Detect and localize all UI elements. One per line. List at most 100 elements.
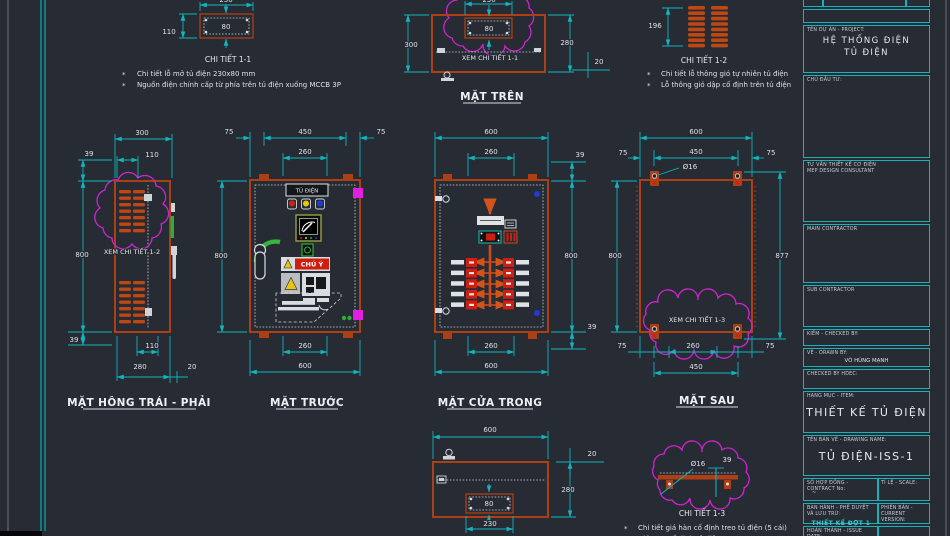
- version-label: PHIÊN BẢN - CURRENT VERSION:: [881, 506, 913, 523]
- consultant-label-line2: MEP DESIGN CONSULTANT: [807, 168, 875, 174]
- detail-1-1-note-2: Nguồn điện chính cấp từ phía trên tủ điệ…: [137, 81, 341, 89]
- dim-196: 196: [648, 22, 662, 30]
- ref-text: XEM CHI TIẾT 1-1: [462, 52, 518, 62]
- dim-300: 300: [135, 129, 148, 137]
- dim-600: 600: [483, 426, 496, 434]
- drawing-name: TỦ ĐIỆN-ISS-1: [818, 449, 915, 463]
- mcb-bank-right: [503, 258, 514, 310]
- drawn-label: VẼ - DRAWN BY:: [807, 351, 848, 356]
- view-side: XEM CHI TIẾT 1-2 300 110 39 800 39 110 2…: [67, 128, 211, 410]
- project-name-line1: HỆ THỐNG ĐIỆN: [822, 35, 911, 46]
- ref-text: XEM CHI TIẾT 1-2: [104, 246, 160, 256]
- meter: [295, 214, 322, 242]
- dim-39: 39: [85, 150, 94, 158]
- latch-bottom: [435, 307, 450, 315]
- tb-contract-cell: SỐ HỢP ĐỒNG - CONTRACT No: ~: [803, 478, 879, 501]
- document-pocket: [275, 292, 342, 323]
- view-rear-title: MẶT SAU: [679, 393, 735, 407]
- door-pin-bottom: [534, 310, 540, 316]
- dim-260: 260: [298, 342, 311, 350]
- tb-top-cell-2: [822, 0, 907, 7]
- dim-450: 450: [689, 148, 702, 156]
- main-contractor-label: MAIN CONTRACTOR: [807, 227, 858, 232]
- dim-600: 600: [484, 128, 497, 136]
- circuit-labels-right: [516, 260, 529, 307]
- detail-1-1-title: CHI TIẾT 1-1: [205, 54, 251, 64]
- view-door: 600 260 39 800 39 260 600 MẶT CỬA TRONG: [434, 127, 598, 410]
- view-side-title: MẶT HÔNG TRÁI - PHẢI: [67, 395, 211, 409]
- checked-label: KIỂM - CHECKED BY:: [807, 332, 859, 337]
- dim-110: 110: [145, 151, 158, 159]
- tb-top-cell-1: [803, 0, 824, 7]
- item-label: HẠNG MỤC - ITEM:: [807, 394, 855, 399]
- detail-1-2-title: CHI TIẾT 1-2: [681, 55, 727, 65]
- tb-version-cell: PHIÊN BẢN - CURRENT VERSION:: [877, 503, 930, 524]
- dim-280: 280: [561, 486, 574, 494]
- tb-scale-cell: TỈ LỆ - SCALE:: [877, 478, 930, 501]
- dim-450: 450: [689, 363, 702, 371]
- dim-230: 230: [483, 520, 496, 528]
- dim-20: 20: [188, 363, 197, 371]
- tb-sub-contractor-cell: SUB CONTRACTOR: [803, 285, 930, 327]
- tb-blank-cell: [803, 9, 930, 23]
- dim-260: 260: [686, 342, 699, 350]
- dim-260: 260: [484, 148, 497, 156]
- nameplate-text: TỦ ĐIỆN: [295, 187, 319, 195]
- view-rear: Ø16 XEM CHI TIẾT 1-3 600 75 450 75 800 8…: [607, 127, 790, 408]
- indicator-lights: [287, 198, 325, 210]
- circuit-labels-left: [451, 260, 464, 307]
- tb-consultant-cell: TƯ VẤN THIẾT KẾ CƠ ĐIỆN MEP DESIGN CONSU…: [803, 160, 930, 222]
- document-tray: [282, 301, 315, 305]
- dim-260: 260: [484, 342, 497, 350]
- detail-1-1-note-1: Chi tiết lỗ mở tủ điện 230x80 mm: [137, 69, 255, 78]
- dim-600: 600: [484, 362, 497, 370]
- dim-75: 75: [225, 128, 234, 136]
- view-top-title: MẶT TRÊN: [460, 89, 524, 103]
- tb-checked-hdec-cell: CHECKED BY HDEC:: [803, 369, 930, 389]
- scale-label: TỈ LỆ - SCALE:: [881, 481, 918, 486]
- latch-top: [435, 195, 450, 203]
- dim-600: 600: [689, 128, 702, 136]
- tb-date-value-cell: [877, 526, 930, 536]
- detail-1-3: Ø16 39 CHI TIẾT 1-3 * Chi tiết giá hàn c…: [624, 440, 787, 536]
- tb-date-cell: HOÀN THÀNH - ISSUE DATE:: [803, 526, 879, 536]
- detail-1-2-note-1: Chi tiết lỗ thông gió tự nhiên tủ điện: [661, 69, 788, 78]
- selector-switch: [301, 243, 314, 257]
- tb-main-contractor-cell: MAIN CONTRACTOR: [803, 224, 930, 283]
- note-bullet: *: [647, 82, 651, 90]
- dim-800: 800: [608, 252, 621, 260]
- view-front: TỦ ĐIỆN CHÚ Ý: [213, 127, 387, 410]
- aux-block: [503, 230, 518, 244]
- revision-cloud: [443, 0, 535, 57]
- view-top: 230 80 300 280 20 XEM CHI TIẾT 1-1 MẶT T…: [403, 0, 610, 104]
- note-bullet: *: [122, 82, 126, 90]
- dim-877: 877: [775, 252, 788, 260]
- tb-drawn-cell: VẼ - DRAWN BY: VÕ HÙNG MẠNH: [803, 348, 930, 367]
- dim-75: 75: [619, 149, 628, 157]
- dim-280: 280: [560, 39, 573, 47]
- tb-checked-cell: KIỂM - CHECKED BY:: [803, 329, 930, 346]
- view-door-title: MẶT CỬA TRONG: [438, 395, 542, 409]
- dim-75: 75: [377, 128, 386, 136]
- detail-1-1: 230 80 110 CHI TIẾT 1-1 * Chi tiết lỗ mở…: [122, 0, 341, 90]
- project-name-line2: TỦ ĐIỆN: [844, 47, 889, 58]
- view-bottom: 80 600 20 280 230: [432, 425, 604, 533]
- door-pin-top: [534, 191, 540, 197]
- dim-80: 80: [485, 25, 494, 33]
- investor-label: CHỦ ĐẦU TƯ:: [807, 78, 842, 83]
- dim-75: 75: [767, 149, 776, 157]
- dim-450: 450: [298, 128, 311, 136]
- dim-800: 800: [214, 252, 227, 260]
- dim-20: 20: [588, 450, 597, 458]
- hinge-bottom: [353, 310, 363, 320]
- dim-260: 260: [298, 148, 311, 156]
- ref-text: XEM CHI TIẾT 1-3: [669, 314, 725, 324]
- contract-label: SỐ HỢP ĐỒNG - CONTRACT No:: [807, 481, 849, 492]
- dim-110: 110: [162, 28, 175, 36]
- revision-cloud: [651, 440, 750, 510]
- hinge-top: [353, 188, 363, 198]
- tb-top-cell-3: [905, 0, 930, 7]
